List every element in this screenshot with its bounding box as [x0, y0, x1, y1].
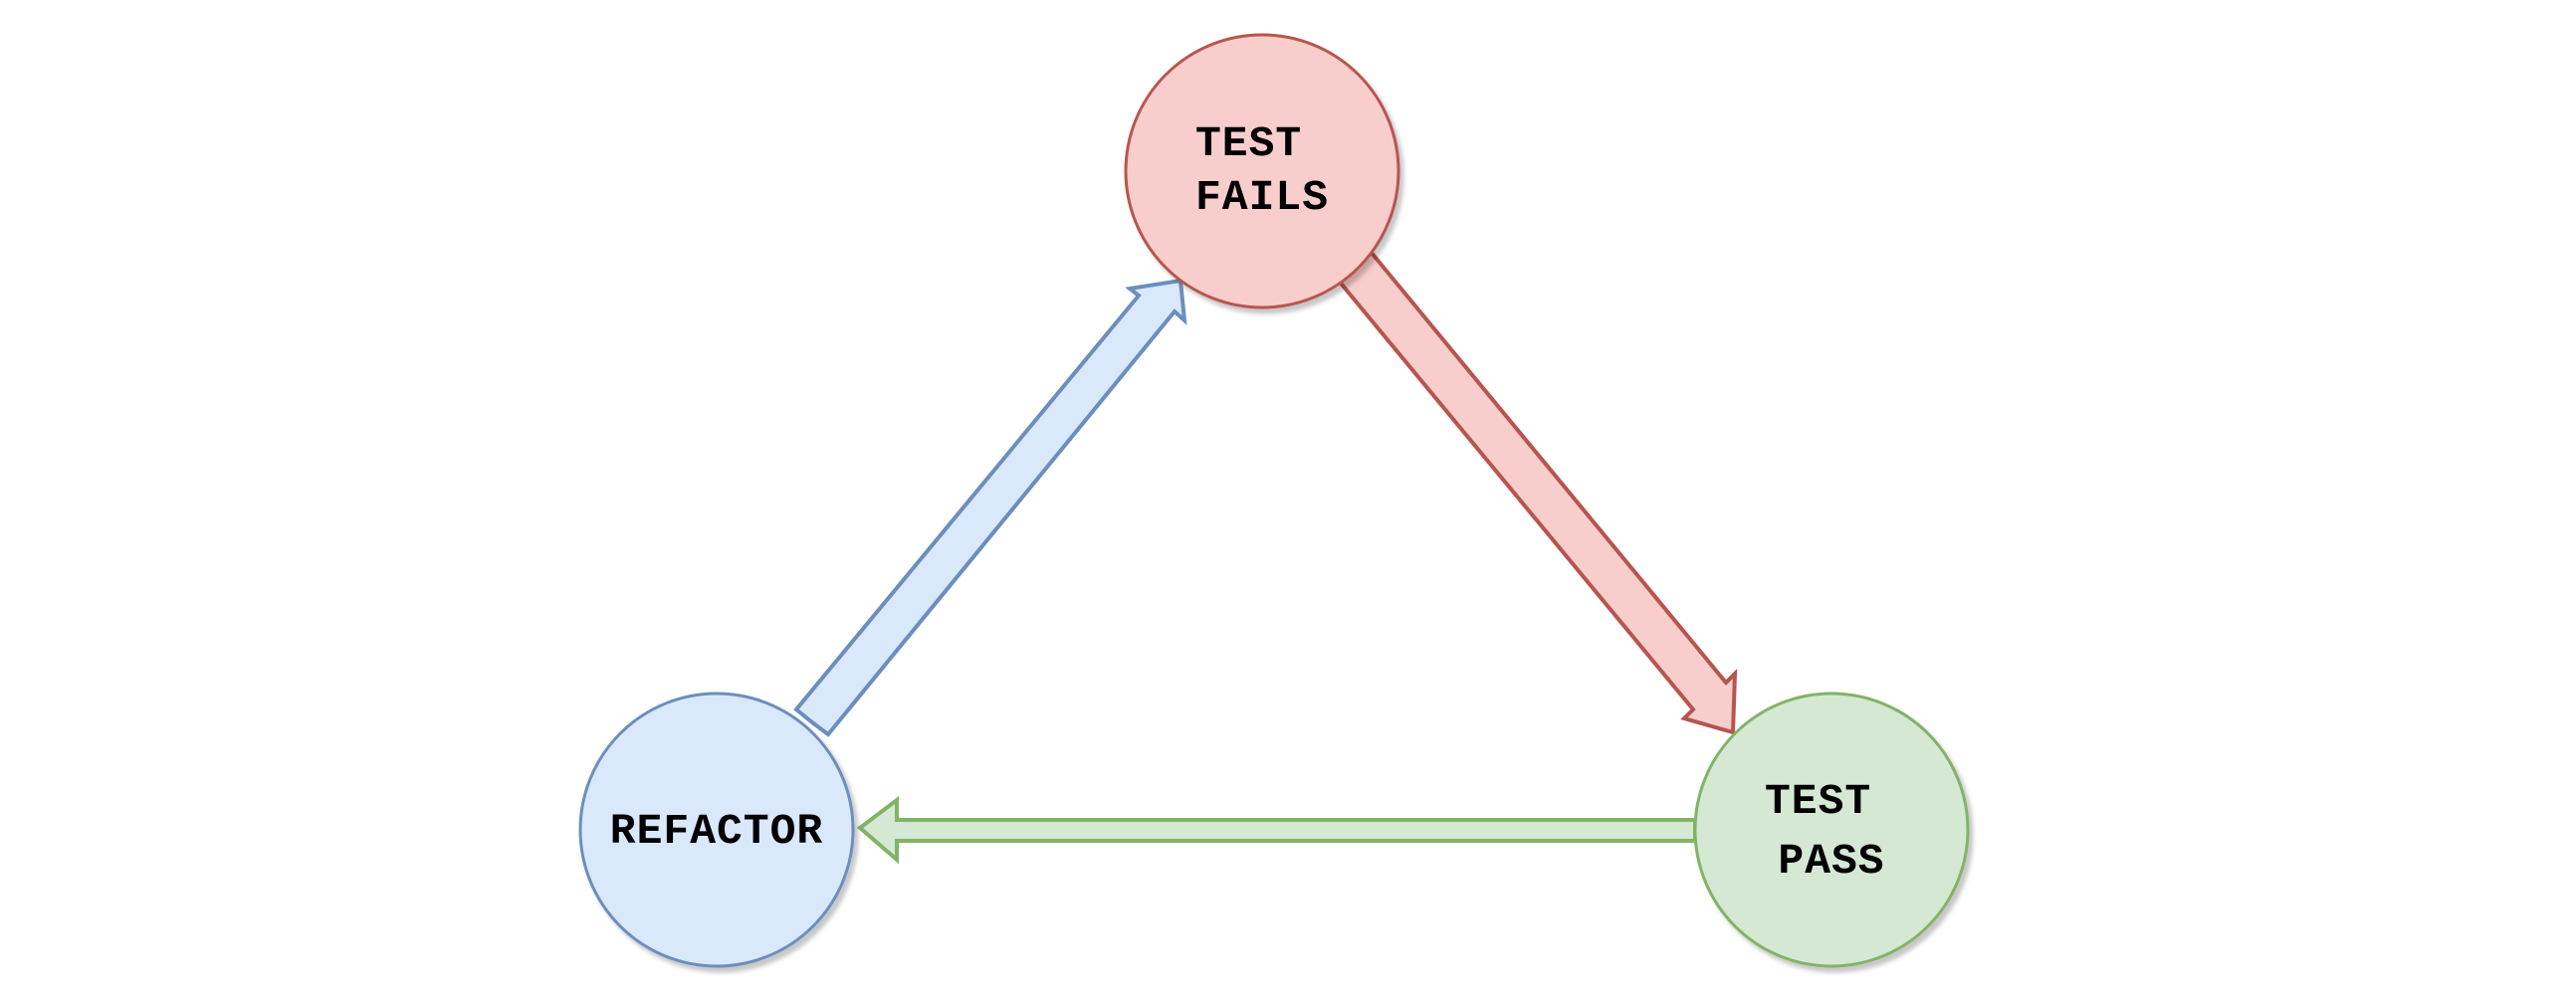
- node-refactor-label-line-1: REFACTOR: [610, 807, 823, 856]
- node-test-fails-label: TEST FAILS: [1195, 119, 1329, 222]
- edge-fails-to-pass-arrow: [1335, 249, 1738, 735]
- node-test-pass-label-line-1: TEST: [1765, 777, 1871, 826]
- edge-pass-to-refactor-arrow: [856, 795, 1697, 865]
- node-test-fails-circle: [1124, 33, 1400, 309]
- edge-layer: [793, 249, 1738, 865]
- edge-refactor-to-fails-arrow: [793, 278, 1187, 737]
- node-refactor: REFACTOR: [578, 692, 855, 968]
- node-test-fails-label-line-1: TEST: [1195, 119, 1302, 168]
- node-test-pass-label-line-2: PASS: [1778, 837, 1884, 886]
- node-refactor-circle: [578, 692, 855, 968]
- node-test-pass-label: TEST PASS: [1765, 777, 1898, 886]
- node-test-pass-circle: [1693, 692, 1970, 968]
- node-test-pass: TEST PASS: [1693, 692, 1970, 968]
- node-refactor-label: REFACTOR: [610, 807, 823, 856]
- node-test-fails-label-line-2: FAILS: [1195, 173, 1329, 222]
- node-test-fails: TEST FAILS: [1124, 33, 1400, 309]
